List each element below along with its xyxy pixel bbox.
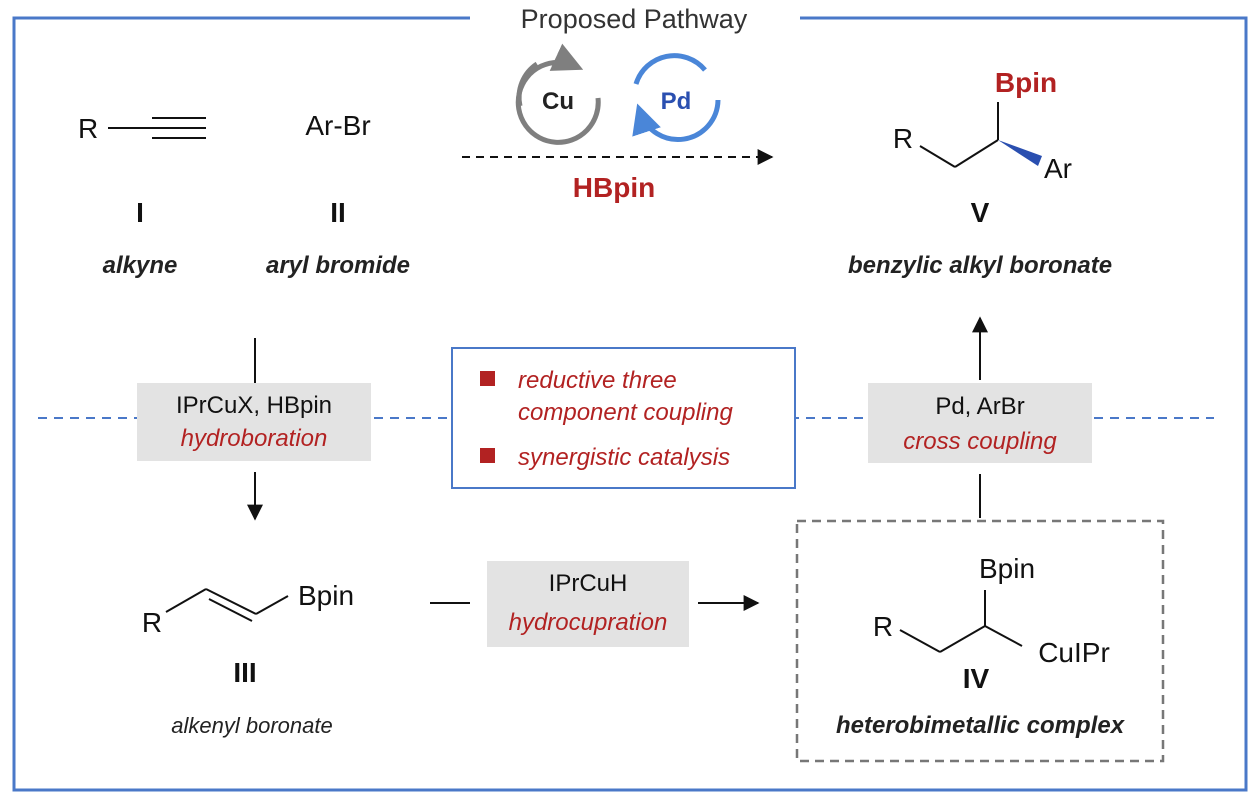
pd-label: Pd [661,88,692,115]
iv-bpin-label: Bpin [979,553,1035,584]
compound-label-iii: III [233,657,256,688]
v-bpin-label: Bpin [995,67,1057,98]
alkenyl-boronate-structure: R Bpin [142,580,354,638]
iii-bpin-label: Bpin [298,580,354,611]
cu-cycle-icon: Cu [515,43,601,145]
iv-r-label: R [873,611,893,642]
pd-cycle-icon: Pd [632,53,721,143]
compound-name-benzylic-boronate: benzylic alkyl boronate [848,252,1112,279]
feature-1-line-1: reductive three [518,367,677,394]
compound-name-aryl-bromide: aryl bromide [266,252,410,279]
heterobimetallic-structure: Bpin R CuIPr [873,553,1110,668]
compound-label-iv: IV [963,663,990,694]
features-box [451,347,796,489]
hbpin-reagent: HBpin [573,172,655,203]
compound-label-ii: II [330,197,346,228]
bullet-icon [480,371,495,386]
compound-name-alkyne: alkyne [103,252,178,279]
aryl-bromide-formula: Ar-Br [305,110,370,141]
hydroboration-process: hydroboration [181,425,328,452]
cu-label: Cu [542,88,574,115]
iv-cu-label: CuIPr [1038,637,1110,668]
outer-frame [12,16,1248,792]
hydrocupration-process: hydrocupration [509,609,668,636]
hydroboration-box [137,383,371,461]
intermediate-box [795,519,1165,763]
hydrocupration-reagents: IPrCuH [549,570,628,597]
diagram-title: Proposed Pathway [521,4,748,34]
cross-coupling-box [868,383,1092,463]
feature-2-line-1: synergistic catalysis [518,444,730,471]
compound-name-alkenyl-boronate: alkenyl boronate [171,713,332,738]
v-ar-label: Ar [1044,153,1072,184]
v-r-label: R [893,123,913,154]
compound-name-heterobimetallic: heterobimetallic complex [836,712,1126,739]
iii-r-label: R [142,607,162,638]
hydroboration-reagents: IPrCuX, HBpin [176,392,332,419]
alkyne-r-label: R [78,113,98,144]
hydrocupration-box [487,561,689,647]
compound-label-i: I [136,197,144,228]
compound-label-v: V [971,197,990,228]
cross-coupling-process: cross coupling [903,428,1057,455]
cross-coupling-reagents: Pd, ArBr [935,393,1024,420]
feature-1-line-2: component coupling [518,399,733,426]
bullet-icon [480,448,495,463]
benzylic-boronate-structure: Bpin R Ar [893,67,1072,184]
alkyne-structure: R [78,113,206,144]
